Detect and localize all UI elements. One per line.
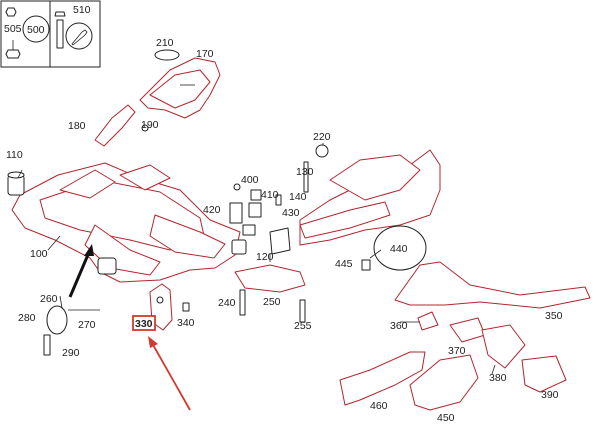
lower-right-parts (339, 311, 567, 411)
callout-350: 350 (545, 310, 563, 322)
callout-390: 390 (541, 389, 559, 401)
callout-170: 170 (196, 48, 214, 60)
pointer-arrow-260 (68, 249, 92, 298)
callout-380: 380 (489, 372, 507, 384)
wrench-icon (54, 11, 93, 50)
callout-260: 260 (40, 293, 58, 305)
callout-440: 440 (390, 243, 408, 255)
callout-330: 330 (135, 318, 153, 330)
engine-mount-bracket (139, 49, 221, 119)
callout-210: 210 (156, 37, 174, 49)
callout-410: 410 (261, 189, 279, 201)
callout-370: 370 (448, 345, 466, 357)
callout-250: 250 (263, 296, 281, 308)
callout-270: 270 (78, 319, 96, 331)
callout-190: 190 (141, 119, 159, 131)
callout-280: 280 (18, 312, 36, 324)
callout-360: 360 (390, 320, 408, 332)
callout-450: 450 (437, 412, 455, 424)
callout-130: 130 (296, 166, 314, 178)
callout-100: 100 (30, 248, 48, 260)
highlight-box-330 (132, 315, 156, 331)
callout-120: 120 (256, 251, 274, 263)
callout-430: 430 (282, 207, 300, 219)
fasteners (43, 144, 371, 356)
callout-510: 510 (73, 4, 91, 16)
callout-180: 180 (68, 120, 86, 132)
engine-mount (234, 224, 306, 293)
callout-290: 290 (62, 347, 80, 359)
callout-labels: 505 500 510 210 170 180 190 110 100 220 … (4, 4, 563, 424)
callout-445: 445 (335, 258, 353, 270)
callout-220: 220 (313, 131, 331, 143)
callout-400: 400 (241, 174, 259, 186)
callout-505: 505 (4, 23, 22, 35)
wheelhouse-panel (394, 261, 591, 309)
nut-icon (5, 7, 50, 59)
callout-340: 340 (177, 317, 195, 329)
legend (0, 0, 101, 68)
support-arm (94, 104, 149, 147)
callout-420: 420 (203, 204, 221, 216)
side-member (299, 149, 441, 271)
front-subframe (7, 162, 247, 283)
callout-460: 460 (370, 400, 388, 412)
leader-lines (17, 84, 496, 375)
highlight-arrow (148, 336, 191, 411)
callout-240: 240 (218, 297, 236, 309)
callout-500: 500 (27, 24, 45, 36)
callout-255: 255 (294, 320, 312, 332)
callout-140: 140 (289, 191, 307, 203)
callout-110: 110 (6, 149, 23, 161)
